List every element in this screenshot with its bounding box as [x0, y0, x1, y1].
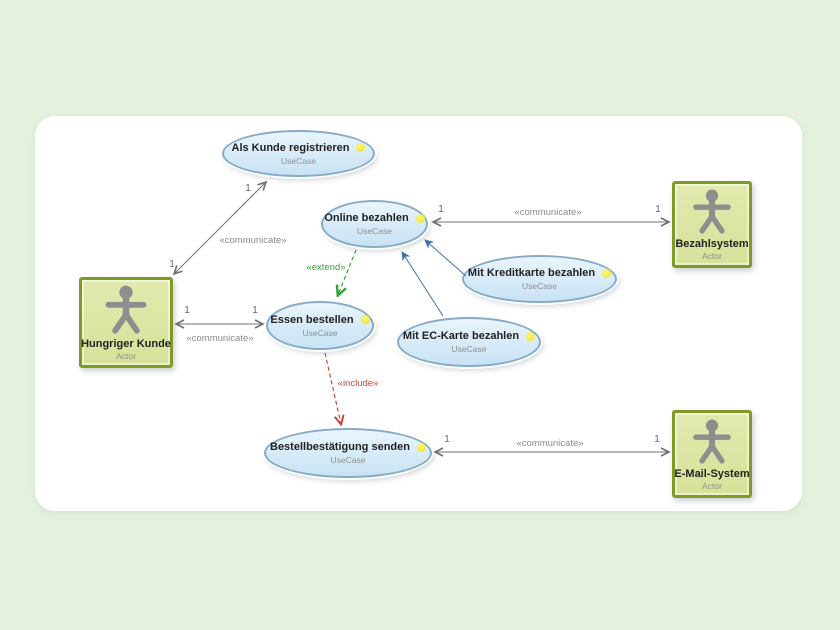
stick-figure-icon	[82, 280, 170, 338]
actor-name: E-Mail-System	[674, 468, 750, 480]
edge-generalization-kreditkarte-online[interactable]	[424, 239, 467, 277]
edge-extend-online-essen[interactable]	[338, 249, 357, 295]
status-dot-icon	[526, 331, 536, 341]
usecase-type-label: UseCase	[522, 281, 557, 291]
status-dot-icon	[416, 442, 426, 452]
usecase-online-bezahlen[interactable]: Online bezahlen UseCase	[321, 200, 428, 248]
usecase-als-kunde-registrieren[interactable]: Als Kunde registrieren UseCase	[222, 130, 375, 177]
usecase-title-row: Bestellbestätigung senden	[270, 441, 426, 453]
actor-e-mail-system[interactable]: E-Mail-System Actor	[672, 410, 752, 498]
status-dot-icon	[360, 315, 370, 324]
usecase-name: Als Kunde registrieren	[231, 141, 350, 154]
usecase-essen-bestellen[interactable]: Essen bestellen UseCase	[266, 301, 374, 350]
status-dot-icon	[415, 213, 425, 223]
usecase-mit-kreditkarte-bezahlen[interactable]: Mit Kreditkarte bezahlen UseCase	[462, 255, 617, 303]
usecase-type-label: UseCase	[451, 344, 487, 354]
usecase-type-label: UseCase	[281, 155, 316, 166]
usecase-mit-ec-karte-bezahlen[interactable]: Mit EC-Karte bezahlen UseCase	[397, 317, 541, 367]
actor-type-label: Actor	[116, 351, 136, 361]
usecase-name: Essen bestellen	[270, 313, 354, 326]
usecase-title-row: Essen bestellen	[270, 313, 370, 326]
usecase-name: Mit Kreditkarte bezahlen	[467, 267, 596, 279]
stick-figure-icon	[675, 413, 749, 468]
actor-name: Hungriger Kunde	[81, 338, 171, 350]
usecase-name: Mit EC-Karte bezahlen	[402, 330, 520, 342]
actor-bezahlsystem[interactable]: Bezahlsystem Actor	[672, 181, 752, 268]
usecase-type-label: UseCase	[357, 226, 392, 236]
actor-hungriger-kunde[interactable]: Hungriger Kunde Actor	[79, 277, 173, 368]
usecase-title-row: Online bezahlen	[324, 212, 425, 224]
usecase-name: Online bezahlen	[324, 212, 409, 224]
usecase-title-row: Als Kunde registrieren	[232, 142, 366, 154]
usecase-title-row: Mit EC-Karte bezahlen	[402, 330, 536, 342]
edge-generalization-eckarte-online[interactable]	[401, 251, 444, 317]
usecase-type-label: UseCase	[302, 327, 338, 338]
usecase-title-row: Mit Kreditkarte bezahlen	[467, 267, 612, 279]
edge-include-essen-bestell[interactable]	[324, 352, 341, 424]
status-dot-icon	[356, 143, 366, 152]
edge-communicate-kunde-registrieren[interactable]	[172, 180, 268, 276]
actor-type-label: Actor	[702, 251, 722, 261]
status-dot-icon	[602, 268, 612, 278]
stick-figure-icon	[675, 184, 749, 238]
actor-type-label: Actor	[702, 481, 722, 491]
usecase-type-label: UseCase	[330, 455, 366, 465]
usecase-name: Bestellbestätigung senden	[270, 441, 410, 453]
actor-name: Bezahlsystem	[675, 238, 749, 250]
usecase-bestellbestaetigung-senden[interactable]: Bestellbestätigung senden UseCase	[264, 428, 432, 478]
